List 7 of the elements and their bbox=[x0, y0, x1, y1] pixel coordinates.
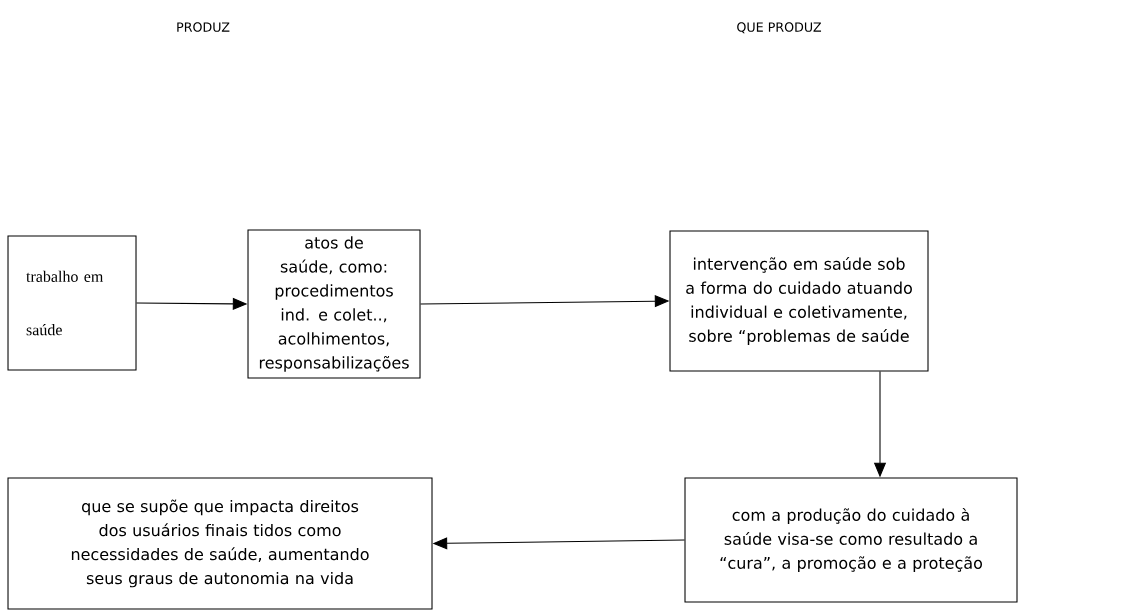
text-box: atos de saúde, como: procedimentos ind. e colet.., acolhimentos, responsabilizações bbox=[247, 229, 421, 379]
text-box: com a produção do cuidado à saúde visa-se como resultado a “cura”, a promoção e a proteção bbox=[684, 477, 1018, 603]
text-box: que se supõe que impacta direitos dos usuários finais tidos como necessidades de saúde, aumentando seus graus de autonomia na vida bbox=[7, 477, 433, 610]
heading-label: PRODUZ bbox=[177, 22, 230, 32]
text-box: trabalho em saúde bbox=[7, 235, 137, 371]
heading-label: QUE PRODUZ bbox=[737, 22, 822, 34]
text-box: intervenção em saúde sob a forma do cuidado atuando individual e coletivamente, sobre “problemas de saúde bbox=[669, 230, 929, 372]
